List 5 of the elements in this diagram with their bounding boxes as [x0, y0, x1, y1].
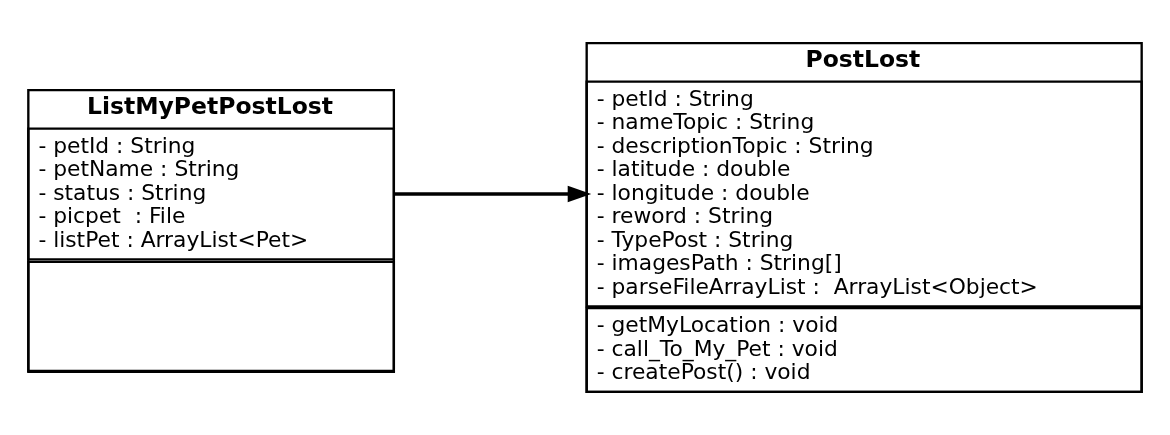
- node-box: [27, 260, 396, 373]
- node-box: - petId : String - petName : String - status : String - picpet : File - listPet : ArrayList<Pet>: [27, 127, 396, 261]
- node-box: - getMyLocation : void - call_To_My_Pet : void - createPost() : void: [585, 306, 1143, 394]
- node-box: - petId : String - nameTopic : String - descriptionTopic : String - latitude : double - longitude : double - reword : String - TypePost : String - imagesPath : String[] - parseFileArrayList : ArrayList<Object>: [585, 80, 1143, 308]
- arrow: [394, 185, 592, 203]
